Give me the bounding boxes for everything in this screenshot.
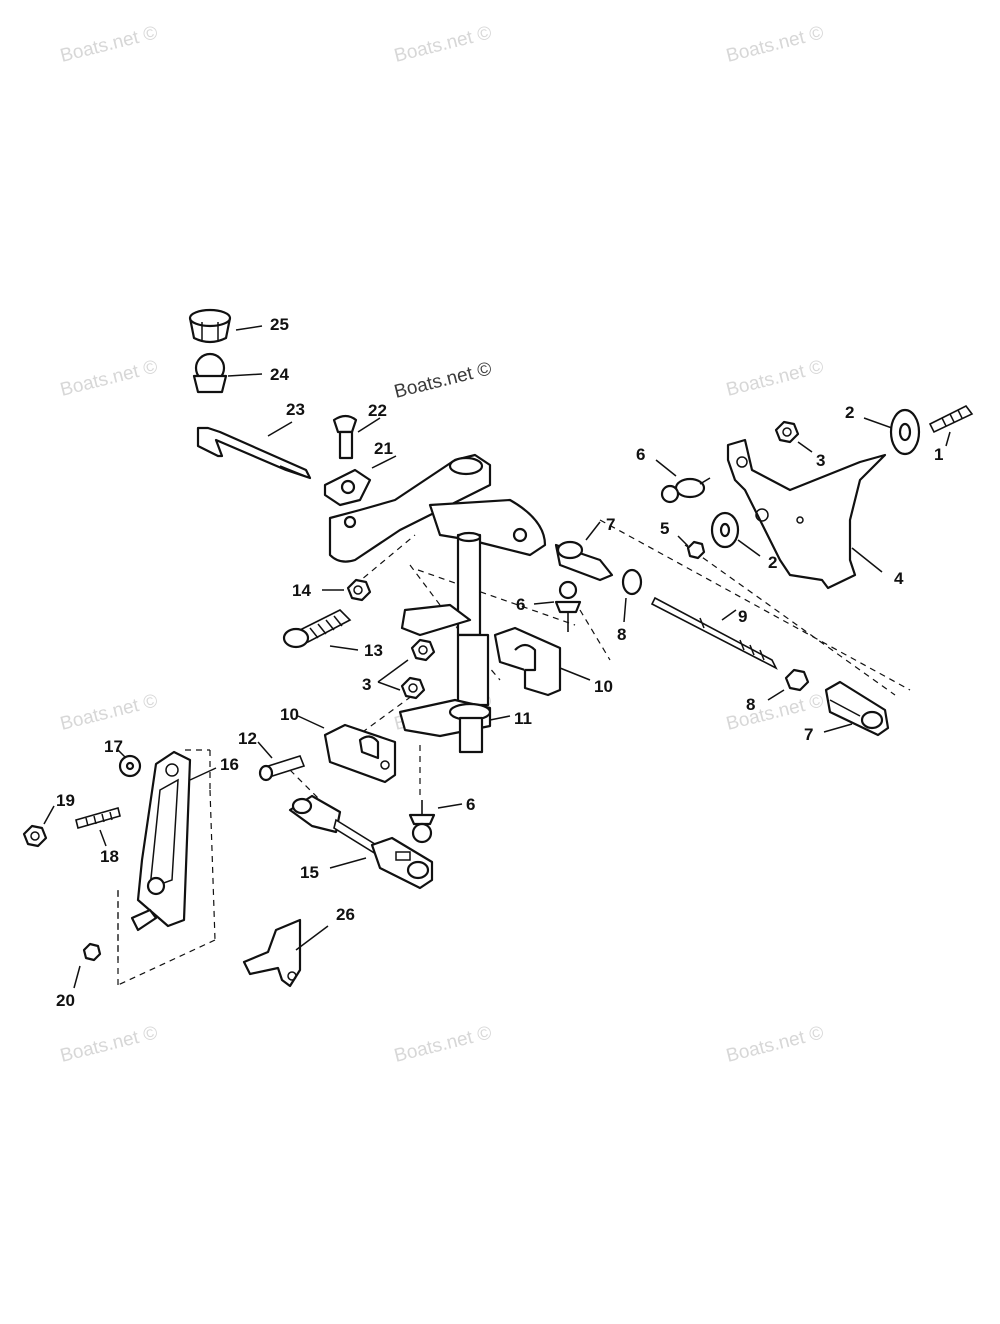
part-6-ball-stud-upper: [655, 459, 711, 504]
watermark: Boats.net ©: [58, 690, 160, 734]
callout-9: 9: [738, 607, 747, 626]
callout-2: 2: [768, 553, 777, 572]
callout-22: 22: [368, 401, 387, 420]
callout-21: 21: [374, 439, 393, 458]
part-17-washer: [117, 749, 142, 778]
callout-13: 13: [364, 641, 383, 660]
callout-10: 10: [280, 705, 299, 724]
callout-6: 6: [466, 795, 475, 814]
callout-16: 16: [220, 755, 239, 774]
part-4-bracket: [726, 438, 887, 590]
watermark: Boats.net ©: [724, 356, 826, 400]
part-5-nut: [677, 535, 706, 560]
part-12-screw: [257, 741, 306, 782]
part-7-rod-end-upper: [554, 521, 614, 582]
part-9-threaded-rod: [650, 596, 778, 670]
callout-4: 4: [894, 569, 904, 588]
callout-7: 7: [804, 725, 813, 744]
watermark: Boats.net ©: [58, 22, 160, 66]
part-18-stud: [75, 807, 121, 847]
watermark: Boats.net ©: [392, 22, 494, 66]
part-22-shoulder-screw: [332, 414, 381, 460]
callout-17: 17: [104, 737, 123, 756]
part-15-link-rod: [288, 794, 434, 890]
callout-23: 23: [286, 400, 305, 419]
part-3-nut-upper: [774, 420, 813, 453]
part-16-lever: [130, 750, 217, 932]
callout-12: 12: [238, 729, 257, 748]
watermark: Boats.net ©: [724, 22, 826, 66]
watermark: Boats.net ©: [58, 356, 160, 400]
part-21-throttle-arm: [323, 453, 492, 563]
part-2-washer-upper: [863, 408, 921, 456]
callout-3: 3: [362, 675, 371, 694]
part-26-clip: [242, 918, 329, 988]
callout-24: 24: [270, 365, 289, 384]
part-8-nut-upper: [621, 568, 643, 623]
callout-11: 11: [514, 709, 532, 728]
callout-18: 18: [100, 847, 119, 866]
part-6-ball-stud-lower: [408, 800, 463, 844]
part-10-clamp-upper: [493, 626, 591, 697]
part-11-throttle-shaft: [398, 498, 547, 754]
callout-8: 8: [746, 695, 755, 714]
callout-6: 6: [636, 445, 645, 464]
part-2-washer-lower: [710, 511, 761, 557]
callout-19: 19: [56, 791, 75, 810]
part-24-ball-stud: [192, 352, 263, 394]
part-19-nut: [22, 805, 55, 848]
callout-25: 25: [270, 315, 289, 334]
watermark: Boats.net ©: [392, 1022, 494, 1066]
part-20-nut: [73, 942, 102, 989]
callout-3: 3: [816, 451, 825, 470]
part-8-nut-lower: [767, 668, 810, 701]
callout-14: 14: [292, 581, 311, 600]
alignment-lines: [117, 519, 911, 986]
callout-15: 15: [300, 863, 319, 882]
callout-8: 8: [617, 625, 626, 644]
part-23-link-rod: [196, 421, 312, 480]
part-7-rod-end-lower: [823, 680, 890, 737]
callout-6: 6: [516, 595, 525, 614]
callout-2: 2: [845, 403, 854, 422]
part-14-nut: [322, 578, 372, 602]
part-6-ball-stud-middle: [533, 580, 582, 632]
part-10-clamp-lower: [297, 715, 397, 784]
watermark: Boats.net ©: [58, 1022, 160, 1066]
callout-20: 20: [56, 991, 75, 1010]
watermark: Boats.net ©: [724, 1022, 826, 1066]
callout-5: 5: [660, 519, 669, 538]
callout-labels: 25 24 23 22 21 2 1 3 6 7 5 2 4 14 6 8 9 …: [56, 315, 943, 1010]
callout-1: 1: [934, 445, 943, 464]
watermark-dark: Boats.net ©: [392, 358, 494, 402]
part-1-screw: [928, 404, 974, 447]
callout-7: 7: [606, 515, 615, 534]
part-13-adjust-screw: [282, 609, 359, 651]
part-25-bushing: [188, 308, 263, 344]
callout-26: 26: [336, 905, 355, 924]
callout-10: 10: [594, 677, 613, 696]
part-3-nuts: [377, 638, 436, 700]
